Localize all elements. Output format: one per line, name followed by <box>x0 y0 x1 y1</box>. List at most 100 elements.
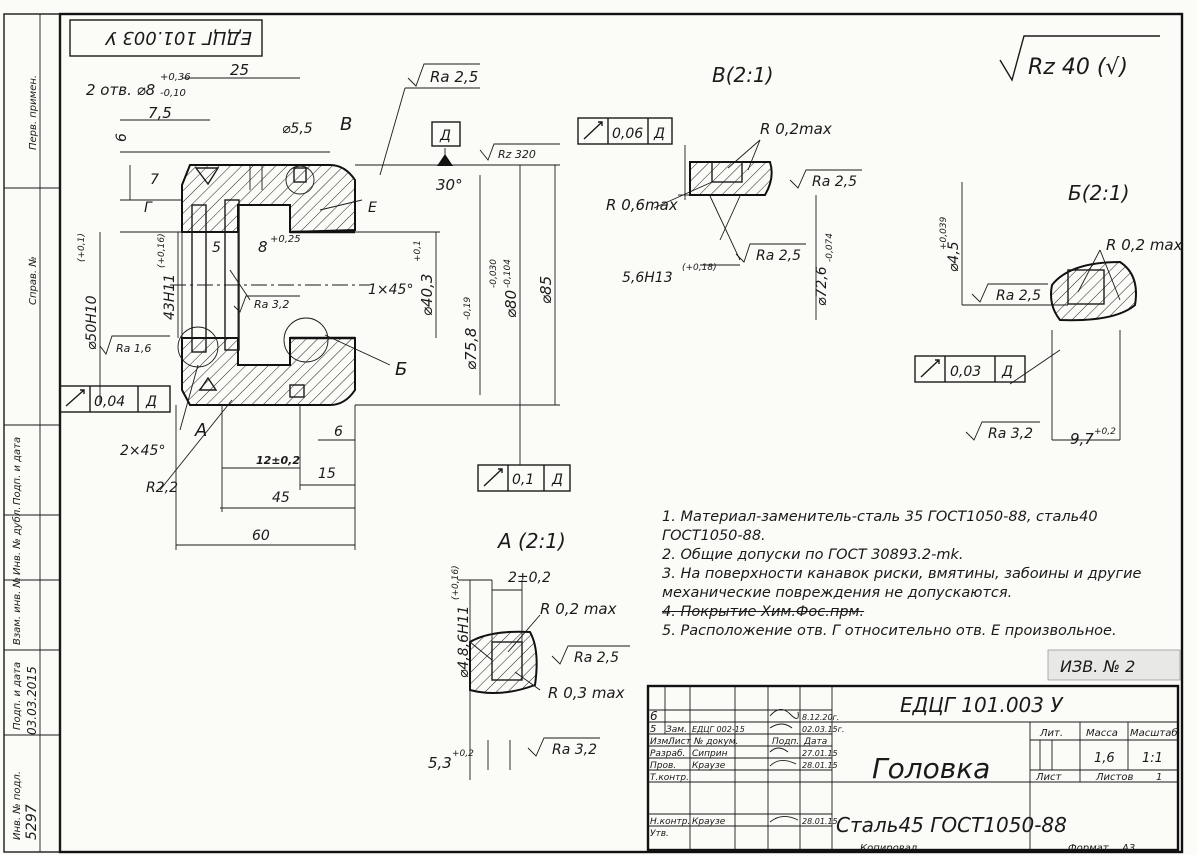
hdr-podp: Подп. <box>772 737 799 747</box>
view-b-r02: R 0,2 max <box>1106 236 1183 254</box>
view-b-runout-val: 0,03 <box>950 364 981 380</box>
signature-4 <box>769 760 797 767</box>
runout-left-val: 0,04 <box>94 394 125 410</box>
sheets-label: Листов <box>1095 772 1133 783</box>
scale-value: 1:1 <box>1142 751 1163 766</box>
label-a: А <box>194 420 207 441</box>
view-v-runout-datum: Д <box>653 126 665 142</box>
view-a-r03: R 0,3 max <box>548 684 625 702</box>
sheets-value: 1 <box>1156 772 1162 783</box>
hdr-doc: № докум. <box>693 737 738 747</box>
view-v-ra25a: Ra 2,5 <box>812 174 857 190</box>
strip-label-vzam: Взам. инв. № <box>12 577 23 645</box>
view-v-title: В(2:1) <box>712 63 774 87</box>
view-a-d53-tol: +0,2 <box>452 749 474 759</box>
datum-triangle <box>437 154 453 166</box>
view-b-ra25: Ra 2,5 <box>996 288 1041 304</box>
view-b-d9-7: 9,7 <box>1070 430 1094 448</box>
view-a-ra32-sign <box>527 737 600 757</box>
main-dimension-lines <box>99 77 560 550</box>
left-margin-strip: Перв. примен. Справ. № Подп. и дата Инв.… <box>3 13 61 853</box>
dim-6: 6 <box>114 133 130 142</box>
main-dimension-texts: 2 отв. ⌀8 +0,36 -0,10 25 7,5 ⌀5,5 6 7 Г … <box>59 61 571 544</box>
runout-right-val: 0,1 <box>512 472 534 488</box>
view-a-d48-tol: (+0,16) <box>451 565 461 600</box>
rev6-date: 8.12.20г. <box>802 713 839 722</box>
rough-top: Ra 2,5 <box>430 68 478 86</box>
view-v-d72-6: ⌀72,6 <box>814 266 830 306</box>
d43-tol: (+0,16) <box>157 233 167 268</box>
view-a-d53: 5,3 <box>428 754 452 772</box>
runout-right-frame <box>477 464 571 492</box>
detail-view-b: Б(2:1) ⌀4,5 +0,039 R 0,2 max Ra 2,5 0,03… <box>914 181 1183 448</box>
note-line-4: 3. На поверхности канавок риски, вмятины… <box>662 566 1142 582</box>
d75-8: ⌀75,8 <box>462 328 480 370</box>
strip-label-podp2: Подп. и дата <box>12 662 23 730</box>
d80: ⌀80 <box>502 290 520 318</box>
dim-8-tol: +0,25 <box>270 234 301 245</box>
dim-8: 8 <box>258 238 268 256</box>
r2-2: R2,2 <box>146 480 178 496</box>
signature-1 <box>769 709 799 719</box>
view-a-ra25-sign <box>551 645 630 665</box>
detail-view-a: А (2:1) 2±0,2 ⌀4,8,6H11 (+0,16) R 0,2 ma… <box>428 529 630 780</box>
signature-3 <box>769 747 789 753</box>
rz320: Rz 320 <box>498 148 536 161</box>
note-line-6: 4. Покрытие Хим.Фос.прм. <box>662 604 865 620</box>
holes-tol-dn: -0,10 <box>160 88 186 99</box>
d50-tol: (+0,1) <box>77 233 87 262</box>
label-g: Г <box>144 200 153 216</box>
ra16: Ra 1,6 <box>116 342 151 355</box>
label-b: В <box>340 114 352 135</box>
d40-3-tol: +0,1 <box>413 240 423 262</box>
ra32: Ra 3,2 <box>254 298 289 311</box>
label-b-soft: Б <box>395 359 407 380</box>
chamfer-1x45: 1×45° <box>368 282 413 298</box>
scale-label: Масштаб <box>1130 727 1178 739</box>
view-b-runout-frame <box>914 355 1026 383</box>
view-b-runout-datum: Д <box>1001 364 1013 380</box>
signature-2 <box>769 723 793 729</box>
rotated-code: ЕДЦГ 101.003 У <box>105 27 252 48</box>
dim-d5-5: ⌀5,5 <box>282 121 313 137</box>
role-utv: Утв. <box>650 829 669 839</box>
dim-25: 25 <box>230 61 249 79</box>
footer-copied: Копировал <box>860 843 918 854</box>
name-nkontr: Краузе <box>692 817 726 827</box>
view-b-title: Б(2:1) <box>1068 181 1130 205</box>
dim-6b: 6 <box>334 424 343 440</box>
view-b-ra32-sign <box>965 421 1040 441</box>
ra32-sign <box>233 295 300 313</box>
view-v-ra25b: Ra 2,5 <box>756 248 801 264</box>
view-b-ra32: Ra 3,2 <box>988 426 1033 442</box>
technical-requirements: 1. Материал-заменитель-сталь 35 ГОСТ1050… <box>662 508 1162 641</box>
main-section-view <box>170 164 370 406</box>
stamp-text: ИЗВ. № 2 <box>1060 657 1135 676</box>
rev5-doc: ЕДЦГ 002-15 <box>692 725 745 734</box>
signature-5 <box>769 816 799 823</box>
holes-label: 2 отв. ⌀8 <box>86 81 155 99</box>
hdr-date: Дата <box>803 737 827 747</box>
d80-tol-dn: -0,104 <box>503 259 513 288</box>
note-line-1: 1. Материал-заменитель-сталь 35 ГОСТ1050… <box>662 509 1098 525</box>
d80-tol-up: -0,030 <box>489 259 499 288</box>
hdr-izm: Изм. <box>650 737 671 747</box>
rev6-izm: 6 <box>650 709 658 723</box>
view-a-d48: ⌀4,8,6H11 <box>456 606 472 678</box>
view-v-d56-tol: (+0,18) <box>682 263 717 273</box>
dim-60: 60 <box>252 528 270 544</box>
view-b-d9-7-tol: +0,2 <box>1094 427 1116 437</box>
view-b-ra25-sign <box>971 283 1048 303</box>
chamfer-2x45: 2×45° <box>120 443 165 459</box>
note-line-3: 2. Общие допуски по ГОСТ 30893.2-mk. <box>662 547 964 563</box>
date-nkontr: 28.01.15 <box>802 817 838 826</box>
title-block: ЕДЦГ 101.003 У Головка Сталь45 ГОСТ1050-… <box>646 684 1180 852</box>
strip-handwritten-inv: 5297 <box>24 804 40 840</box>
view-b-d45-tol: +0,039 <box>939 216 949 250</box>
view-v-r02: R 0,2max <box>760 120 832 138</box>
runout-left-frame <box>59 385 171 413</box>
d85: ⌀85 <box>537 276 555 304</box>
hdr-list: Лист <box>667 737 692 747</box>
d50: ⌀50H10 <box>84 295 100 350</box>
